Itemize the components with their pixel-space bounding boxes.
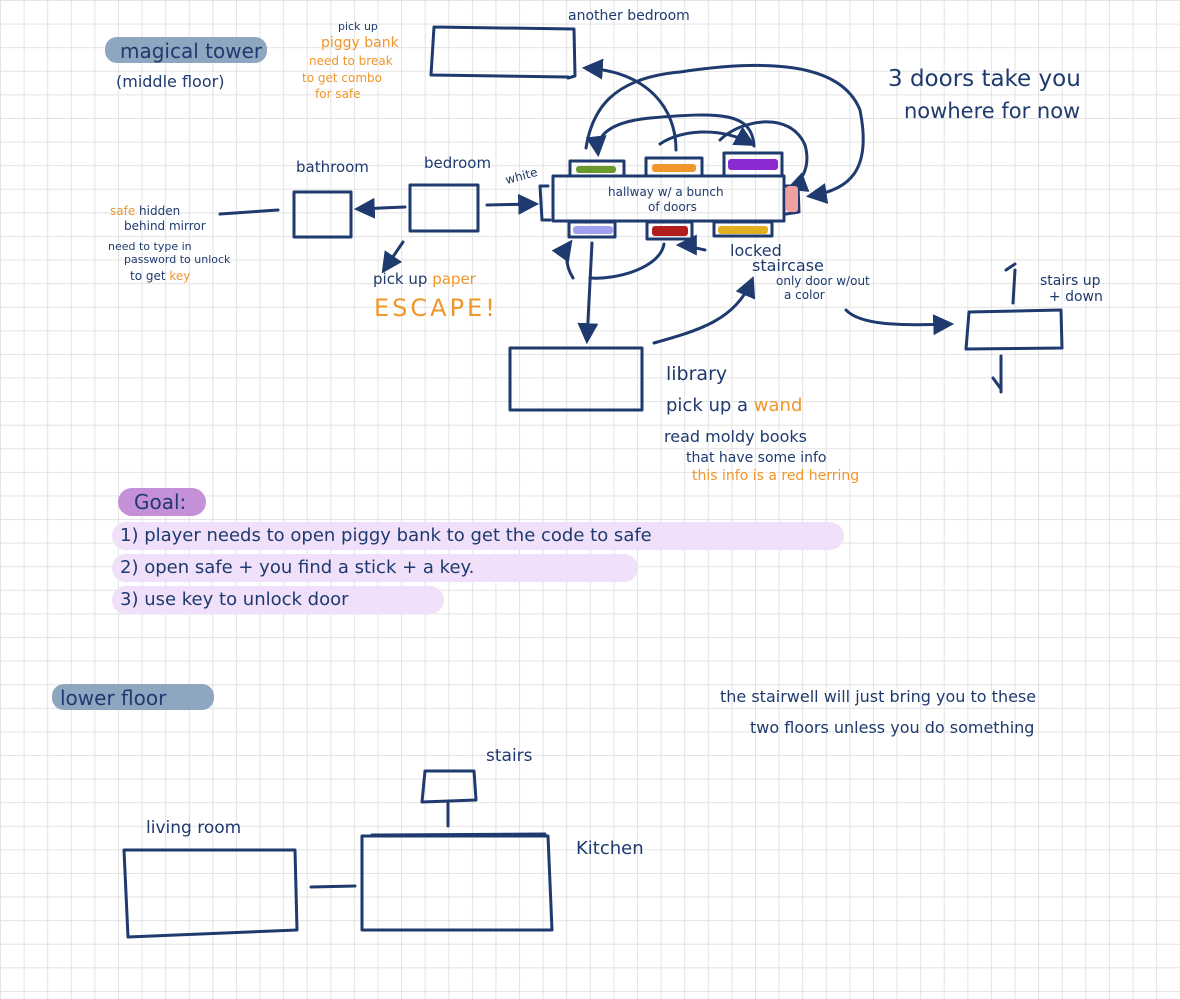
lower-floor-title: lower floor xyxy=(60,686,167,710)
password-note-3: to get key xyxy=(130,269,191,283)
stairs-box xyxy=(964,308,1064,351)
door-orange xyxy=(644,156,704,178)
door-green-fill xyxy=(576,166,616,173)
goal-step-3: 3) use key to unlock door xyxy=(120,589,349,610)
bedroom-to-bathroom-arrow xyxy=(353,197,407,219)
living-room-label: living room xyxy=(146,818,242,838)
hallway-label-2: of doors xyxy=(648,200,697,214)
big-top-loop-arrow xyxy=(584,63,865,204)
bedroom-to-paper-line xyxy=(381,240,405,274)
stairwell-note-2: two floors unless you do something xyxy=(750,718,1035,737)
safe-note-2: behind mirror xyxy=(124,219,206,233)
only-door-note-1: only door w/out xyxy=(776,274,870,288)
bathroom-box xyxy=(292,190,353,239)
piggy-note-4: to get combo xyxy=(302,71,382,85)
only-door-note-2: a color xyxy=(784,288,825,302)
another-bedroom-label: another bedroom xyxy=(568,8,690,24)
lower-stairs-box xyxy=(420,769,478,804)
magical-tower-title: magical tower xyxy=(120,39,263,63)
living-kitchen-link xyxy=(309,884,357,889)
door-orange-fill xyxy=(652,164,696,172)
lower-floor-highlight xyxy=(52,684,214,710)
goal-step-2: 2) open safe + you find a stick + a key. xyxy=(120,557,475,578)
library-note-info: that have some info xyxy=(686,450,827,466)
piggy-note-2: piggy bank xyxy=(321,35,399,51)
library-note-books: read moldy books xyxy=(664,427,807,446)
hallway-left-bracket xyxy=(538,184,552,222)
library-label: library xyxy=(666,363,728,385)
paper-note: pick up paper xyxy=(373,270,476,288)
door-yellow-fill xyxy=(718,226,768,234)
red-door-return xyxy=(588,242,666,280)
door-purple-fill xyxy=(728,159,778,170)
middle-floor-subtitle: (middle floor) xyxy=(116,72,225,91)
goal-step-2-highlight xyxy=(112,554,638,582)
goal-highlight xyxy=(118,488,206,516)
safe-to-bathroom-line xyxy=(218,208,280,216)
library-to-staircase-arrow xyxy=(652,276,756,345)
library-loop-left xyxy=(551,239,575,280)
password-note-1: need to type in xyxy=(108,240,192,253)
kitchen-box xyxy=(360,832,554,932)
piggy-note-3: need to break xyxy=(309,54,393,68)
piggy-note-5: for safe xyxy=(315,87,361,101)
goal-step-1: 1) player needs to open piggy bank to ge… xyxy=(120,525,652,546)
lower-stairs-label: stairs xyxy=(486,746,533,766)
purple-door-right-loop-arrow xyxy=(718,120,810,192)
door-purple xyxy=(722,151,784,178)
door-red xyxy=(645,220,694,241)
stairs-up-arrow xyxy=(1004,262,1017,305)
library-box xyxy=(508,346,644,412)
stairs-down-arrow xyxy=(991,354,1003,394)
living-room-box xyxy=(122,848,299,939)
goal-step-1-highlight xyxy=(112,522,844,550)
safe-note-1: safe hidden xyxy=(110,204,181,218)
library-note-wand: pick up a wand xyxy=(666,395,803,416)
three-doors-note-2: nowhere for now xyxy=(904,99,1081,123)
goal-label: Goal: xyxy=(134,490,187,514)
door-pink-fill xyxy=(786,186,798,212)
bathroom-label: bathroom xyxy=(296,158,369,176)
stairwell-note-1: the stairwell will just bring you to the… xyxy=(720,687,1037,706)
bedroom-to-hallway-arrow xyxy=(485,193,540,215)
staircase-to-stairs-arrow xyxy=(844,308,955,336)
hallway-label-1: hallway w/ a bunch xyxy=(608,185,724,199)
password-note-2: password to unlock xyxy=(124,253,231,266)
magical-tower-highlight xyxy=(105,37,267,63)
door-green xyxy=(568,159,626,178)
another-bedroom-box xyxy=(429,25,577,80)
three-doors-note-1: 3 doors take you xyxy=(888,66,1081,92)
bedroom-label: bedroom xyxy=(424,154,492,172)
door-yellow xyxy=(712,220,774,238)
staircase-label: staircase xyxy=(752,256,824,275)
escape-note: ESCAPE! xyxy=(374,294,498,322)
bedroom-box xyxy=(408,183,480,233)
door-lavender xyxy=(567,220,617,239)
piggy-note-1: pick up xyxy=(338,20,378,33)
door-lavender-fill xyxy=(573,226,613,234)
right-loop-to-purple xyxy=(658,126,756,147)
door-red-fill xyxy=(652,226,688,236)
hallway-to-library-arrow xyxy=(577,241,599,345)
locked-label: locked xyxy=(730,241,782,260)
kitchen-label: Kitchen xyxy=(576,838,644,859)
goal-step-3-highlight xyxy=(112,586,444,614)
stairs-up-down-label: stairs up + down xyxy=(1040,273,1103,306)
red-door-arrow-up xyxy=(675,234,707,256)
library-note-herring: this info is a red herring xyxy=(692,468,860,484)
key-word: key xyxy=(169,269,191,283)
